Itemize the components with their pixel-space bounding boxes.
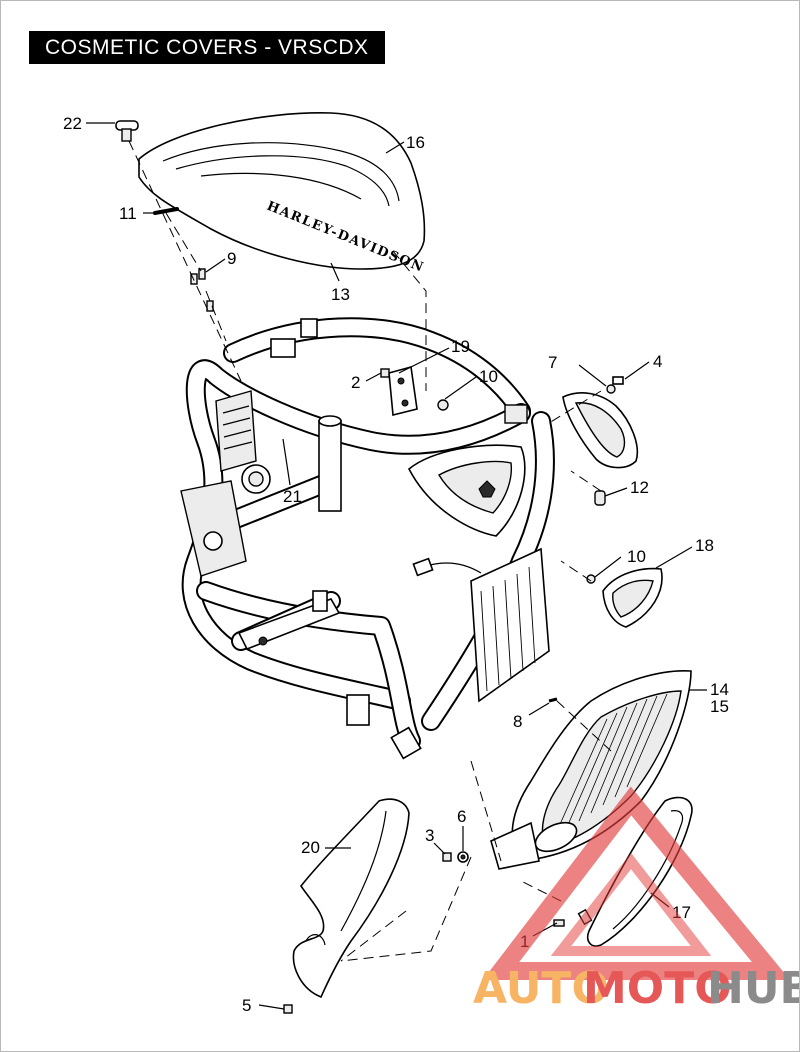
- callout-10-lower: 10: [627, 547, 646, 566]
- studs-9: [190, 268, 214, 312]
- radiator-shroud: [490, 669, 692, 870]
- lower-side-cover-18: [586, 567, 663, 628]
- callout-18: 18: [695, 536, 714, 555]
- callout-7: 7: [548, 353, 557, 372]
- upper-side-cover: [562, 376, 638, 506]
- callout-5: 5: [242, 996, 251, 1015]
- airbox-cover: HARLEY-DAVIDSON: [138, 112, 426, 276]
- callout-21: 21: [283, 487, 302, 506]
- trim-fastener-22: [115, 120, 139, 142]
- callout-13: 13: [331, 285, 350, 304]
- watermark-moto: MOTO: [583, 963, 732, 1014]
- callout-19: 19: [451, 337, 470, 356]
- motorcycle-frame: [180, 317, 555, 760]
- automotohub-watermark: AUTO MOTO HUB: [473, 786, 800, 1014]
- page-title: COSMETIC COVERS - VRSCDX: [29, 31, 385, 64]
- callout-8: 8: [513, 712, 522, 731]
- leader-lines: [86, 122, 707, 1010]
- watermark-hub: HUB: [707, 963, 800, 1014]
- callout-12: 12: [630, 478, 649, 497]
- callout-10-upper: 10: [479, 367, 498, 386]
- lower-cover-20: [292, 798, 410, 999]
- watermark-auto: AUTO: [473, 963, 609, 1014]
- callout-16: 16: [406, 133, 425, 152]
- callout-4: 4: [653, 352, 662, 371]
- callout-3: 3: [425, 826, 434, 845]
- callout-15: 15: [710, 697, 729, 716]
- callout-11: 11: [119, 204, 137, 223]
- callout-20: 20: [301, 838, 320, 857]
- assembly-lines: [128, 140, 612, 962]
- mounting-bracket-19: [380, 365, 449, 417]
- small-fasteners: [283, 697, 558, 1014]
- callout-22: 22: [63, 114, 82, 133]
- callout-labels: 22 16 11 9 13 19 2 10 7 4 12 21 10 18 14…: [63, 114, 729, 1015]
- callout-9: 9: [227, 249, 236, 268]
- callout-6: 6: [457, 807, 466, 826]
- callout-2: 2: [351, 373, 360, 392]
- callout-14: 14: [710, 680, 729, 699]
